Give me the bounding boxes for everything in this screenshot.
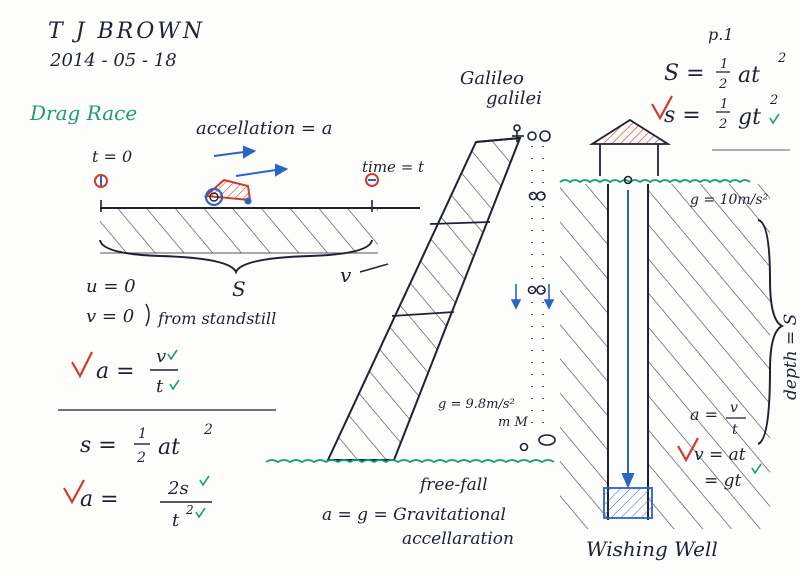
well-equation-gt: = gt (704, 463, 762, 491)
time-t-label: time = t (362, 158, 425, 176)
wishing-well-title: Wishing Well (586, 537, 718, 561)
eq2-t-sq: 2 (185, 503, 194, 517)
well-equation-v-at: v = at (677, 437, 746, 465)
depth-brace (757, 219, 785, 445)
well-half-den: 2 (718, 77, 727, 92)
final-velocity-label: v (340, 263, 352, 287)
drag-race-title: Drag Race (29, 101, 137, 125)
well-gt-eq: = gt (704, 471, 742, 491)
eq-at: at (158, 435, 180, 460)
eq-v-numerator: v (156, 346, 166, 367)
u-equals-zero: u = 0 (86, 276, 136, 297)
eq-half-den: 2 (136, 450, 146, 466)
gravitational-label: a = g = Gravitational (322, 505, 506, 525)
standstill-label: from standstill (157, 309, 276, 328)
galileo-g-value: g = 9.8m/s² (438, 397, 515, 412)
race-track (100, 200, 420, 254)
well-g-value: g = 10m/s² (690, 192, 769, 208)
well-roof (588, 118, 672, 176)
coin-drop-arrow (621, 190, 635, 489)
free-fall-label: free-fall (418, 475, 488, 495)
galileo-figure (512, 124, 524, 142)
acceleration-word: accellaration (402, 529, 514, 549)
v-equals-zero: v = 0 (86, 306, 134, 327)
eq2-t-den: t (172, 510, 180, 531)
well-s2-lhs: s = (664, 103, 701, 128)
falling-balls (519, 130, 556, 452)
race-car (203, 178, 252, 207)
coin (623, 175, 633, 185)
well-half-num: 1 (720, 57, 728, 72)
eq-s-lhs: s = (80, 433, 117, 458)
eq-squared: 2 (203, 422, 213, 438)
acceleration-arrows (213, 145, 289, 177)
well2-half-den: 2 (718, 117, 727, 132)
depth-label: depth = S (781, 314, 800, 400)
t-zero-label: t = 0 (92, 147, 132, 166)
eq2-a-lhs: a = (80, 487, 119, 512)
equation-a-2s-over-t2: a = 2s t 2 (63, 475, 212, 531)
well2-half-num: 1 (720, 97, 728, 112)
distance-brace (99, 239, 373, 275)
page-number: p.1 (708, 25, 734, 44)
well-a-lhs: a = (690, 405, 718, 424)
well-v-num: v (730, 400, 738, 416)
eq-t-denominator: t (156, 376, 164, 397)
well-ground (560, 184, 770, 529)
well-squared: 2 (777, 51, 786, 66)
eq-a-lhs: a = (96, 359, 135, 384)
end-marker (365, 173, 379, 187)
well-at: at (738, 63, 760, 88)
equation-s-half-at2: s = 1 2 at 2 (80, 422, 213, 466)
distance-s-label: S (232, 277, 246, 301)
acceleration-label: accellation = a (196, 118, 332, 139)
well-equation-s-half-gt2: s = 1 2 gt 2 (651, 93, 780, 132)
mass-labels: m M (498, 415, 528, 430)
author-name: T J BROWN (48, 19, 205, 44)
well-t-den: t (732, 422, 738, 438)
eq2-2s-num: 2s (167, 478, 189, 499)
well-gt: gt (738, 105, 761, 130)
well-equation-s-half-at2: S = 1 2 at 2 (664, 51, 786, 92)
grass-ground (265, 459, 555, 464)
well-grass (559, 179, 751, 184)
fall-direction-arrows (510, 284, 555, 310)
date-label: 2014 - 05 - 18 (49, 50, 177, 71)
well-s-lhs: S = (664, 61, 705, 86)
eq-half-num: 1 (138, 426, 147, 442)
start-marker (94, 174, 108, 188)
well2-squared: 2 (769, 93, 778, 108)
well-equation-a-v-over-t: a = v t (690, 400, 746, 438)
well-v-eq: v = at (694, 445, 746, 465)
equation-a-v-over-t: a = v t (71, 346, 180, 397)
galileo-name-line2: galilei (486, 88, 542, 109)
galileo-name-line1: Galileo (460, 68, 524, 89)
